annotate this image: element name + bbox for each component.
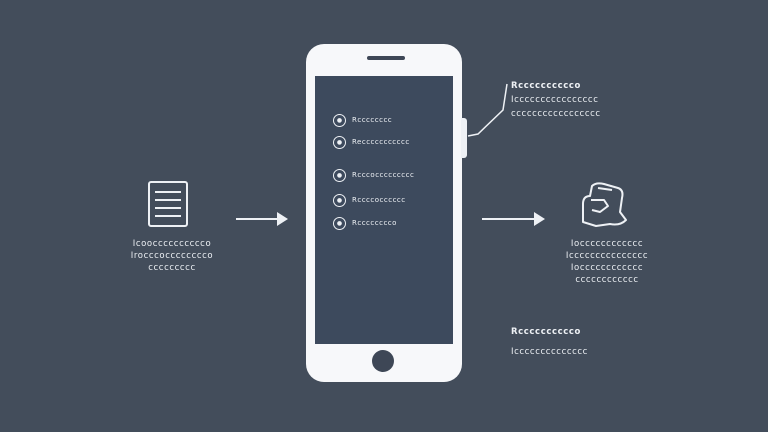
chat-icon: ● (333, 135, 346, 149)
phone-speaker (367, 56, 405, 60)
info-icon: ● (333, 168, 346, 182)
phone-home-button[interactable] (372, 350, 394, 372)
callout-connector (467, 83, 508, 137)
menu-item-label: Reccccccccccc (352, 138, 410, 146)
left-line: Irocccocccccccco (130, 251, 214, 261)
callout-title: Rcccccccccco (511, 81, 581, 91)
right-line: Iocccccccccccc (570, 239, 644, 249)
menu-item-label: Rccccocccccc (352, 196, 406, 204)
menu-item-label: Rcccoccccccccc (352, 171, 415, 179)
left-line: ccccccccc (148, 263, 196, 273)
left-description: Icoocccccccccco Irocccocccccccco ccccccc… (124, 238, 220, 274)
menu-item[interactable]: ● Rcccoccccccccc (333, 168, 414, 182)
menu-item-label: Rcccccccco (352, 219, 397, 227)
document-icon (148, 181, 188, 227)
callout-line: ccccccccccccccccc (511, 109, 601, 119)
right-line: cccccccccccc (575, 275, 639, 285)
menu-item-label: Rcccccccc (352, 116, 393, 124)
right-line: Iccccccccccccccc (565, 251, 649, 261)
menu-item[interactable]: ● Rcccccccc (333, 113, 392, 127)
bottom-note: Rcccccccccco Icccccccccccccc (511, 326, 588, 358)
right-line: Iocccccccccccc (570, 263, 644, 273)
menu-item[interactable]: ● Rccccocccccc (333, 193, 406, 207)
bottom-note-title: Rcccccccccco (511, 327, 581, 337)
menu-item[interactable]: ● Reccccccccccc (333, 135, 410, 149)
arrow-right-icon (236, 212, 288, 226)
bottom-note-line: Icccccccccccccc (511, 347, 588, 357)
chat-icon: ● (333, 216, 346, 230)
menu-item[interactable]: ● Rcccccccco (333, 216, 397, 230)
chat-icon: ● (333, 113, 346, 127)
callout-text: Rcccccccccco Icccccccccccccccc ccccccccc… (511, 80, 601, 120)
hand-icon (582, 182, 627, 227)
arrow-right-icon (482, 212, 545, 226)
left-line: Icoocccccccccco (132, 239, 212, 249)
callout-line: Icccccccccccccccc (511, 95, 599, 105)
refresh-icon: ● (333, 193, 346, 207)
phone-side-button (461, 118, 467, 158)
right-description: Iocccccccccccc Iccccccccccccccc Iocccccc… (560, 238, 654, 286)
